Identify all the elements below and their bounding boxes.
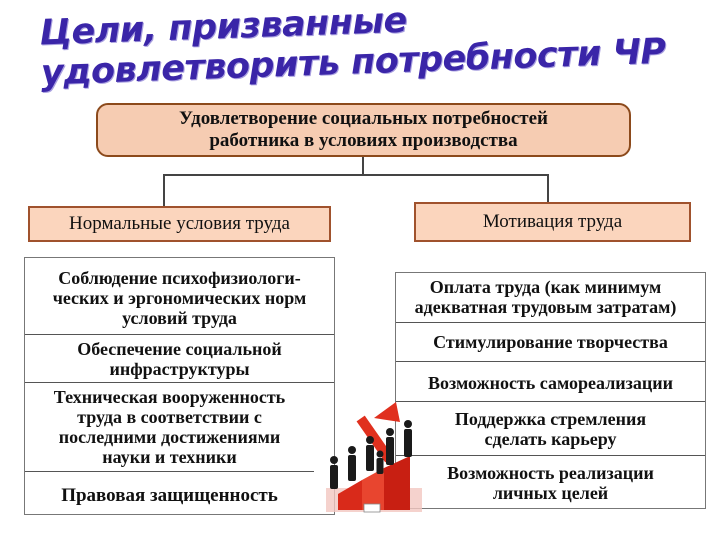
item-line: адекватная трудовым затратам) [414,297,677,317]
list-item-legal-protection: Правовая защищенность [25,486,314,506]
item-line: Стимулирование творчества [433,332,668,352]
list-item-infrastructure: Обеспечение социальной инфраструктуры [25,339,334,379]
connector-right-down [547,174,549,202]
divider [25,382,334,383]
business-people-on-rising-bar-chart-icon [326,402,422,513]
list-item-psychophysiology: Соблюдение психофизиологи- ческих и эрго… [25,268,334,328]
divider [25,334,334,335]
item-line: Поддержка стремления [454,409,647,429]
list-item-technical-equipment: Техническая вооруженность труда в соотве… [25,387,314,467]
list-item-pay: Оплата труда (как минимум адекватная тру… [382,277,709,317]
divider [396,401,705,402]
divider [396,322,705,323]
labor-motivation-header: Мотивация труда [414,202,691,242]
page-title: Цели, призванные удовлетворить потребнос… [38,0,667,94]
item-line: ческих и эргономических норм [52,288,307,308]
item-line: последними достижениями [58,427,281,447]
connector-root-down [362,157,364,175]
root-goal-line-2: работника в условиях производства [209,130,518,151]
item-line: труда в соответствии с [77,407,262,427]
item-line: Обеспечение социальной [77,339,282,359]
connector-left-down [163,174,165,206]
item-line: Возможность самореализации [427,373,674,393]
item-line: Правовая защищенность [61,485,278,506]
item-line: инфраструктуры [109,359,250,379]
normal-conditions-list: Соблюдение психофизиологи- ческих и эрго… [24,257,335,515]
item-line: сделать карьеру [484,429,617,449]
item-line: Техническая вооруженность [53,387,286,407]
list-item-personal-goals: Возможность реализации личных целей [396,463,705,503]
divider [396,361,705,362]
root-goal-line-1: Удовлетворение социальных потребностей [179,108,548,129]
root-goal-box: Удовлетворение социальных потребностей р… [96,103,631,157]
item-line: личных целей [492,483,609,503]
divider [396,455,705,456]
connector-horizontal [163,174,549,176]
list-item-self-realization: Возможность самореализации [396,373,705,393]
item-line: науки и техники [102,447,237,467]
normal-conditions-header: Нормальные условия труда [28,206,331,242]
item-line: условий труда [122,308,237,328]
divider [25,471,314,472]
labor-motivation-list: Оплата труда (как минимум адекватная тру… [395,272,706,509]
item-line: Соблюдение психофизиологи- [58,268,301,288]
item-line: Оплата труда (как минимум [429,277,662,297]
list-item-career: Поддержка стремления сделать карьеру [396,409,705,449]
list-item-creativity: Стимулирование творчества [396,332,705,352]
item-line: Возможность реализации [447,463,654,483]
